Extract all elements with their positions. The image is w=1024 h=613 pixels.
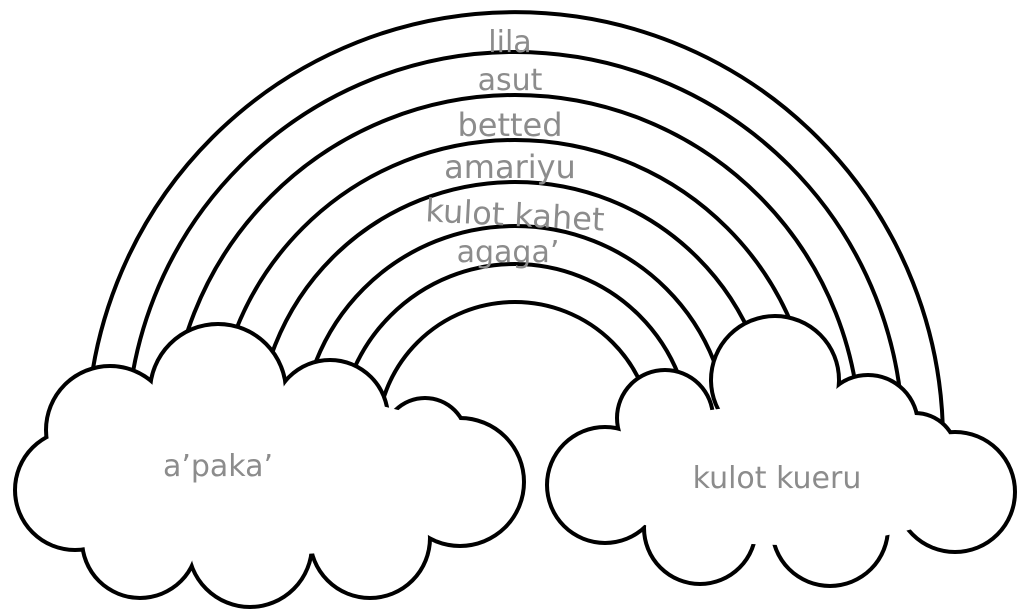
rainbow-arc-line [299,224,731,470]
band-label-3: betted [457,106,562,144]
band-label-6: agaga’ [457,235,560,270]
cloud-right [545,314,1017,588]
band-label-2: asut [478,63,543,98]
rainbow-arc-line [85,10,945,470]
cloud-body [585,405,985,545]
rainbow-arc-line [213,138,817,470]
cloud-left [13,322,526,609]
rainbow-arcs [85,10,945,470]
rainbow-arc-line [168,93,862,470]
band-label-4: amariyu [444,148,576,186]
rainbow-arc-line [125,50,905,470]
band-labels: lila asut betted amariyu kulot kahet aga… [425,25,606,270]
band-label-5: kulot kahet [425,191,606,238]
band-label-1: lila [488,25,531,60]
cloud-body [50,395,490,555]
cloud-right-label: kulot kueru [693,461,862,496]
cloud-left-label: a’paka’ [163,449,273,484]
